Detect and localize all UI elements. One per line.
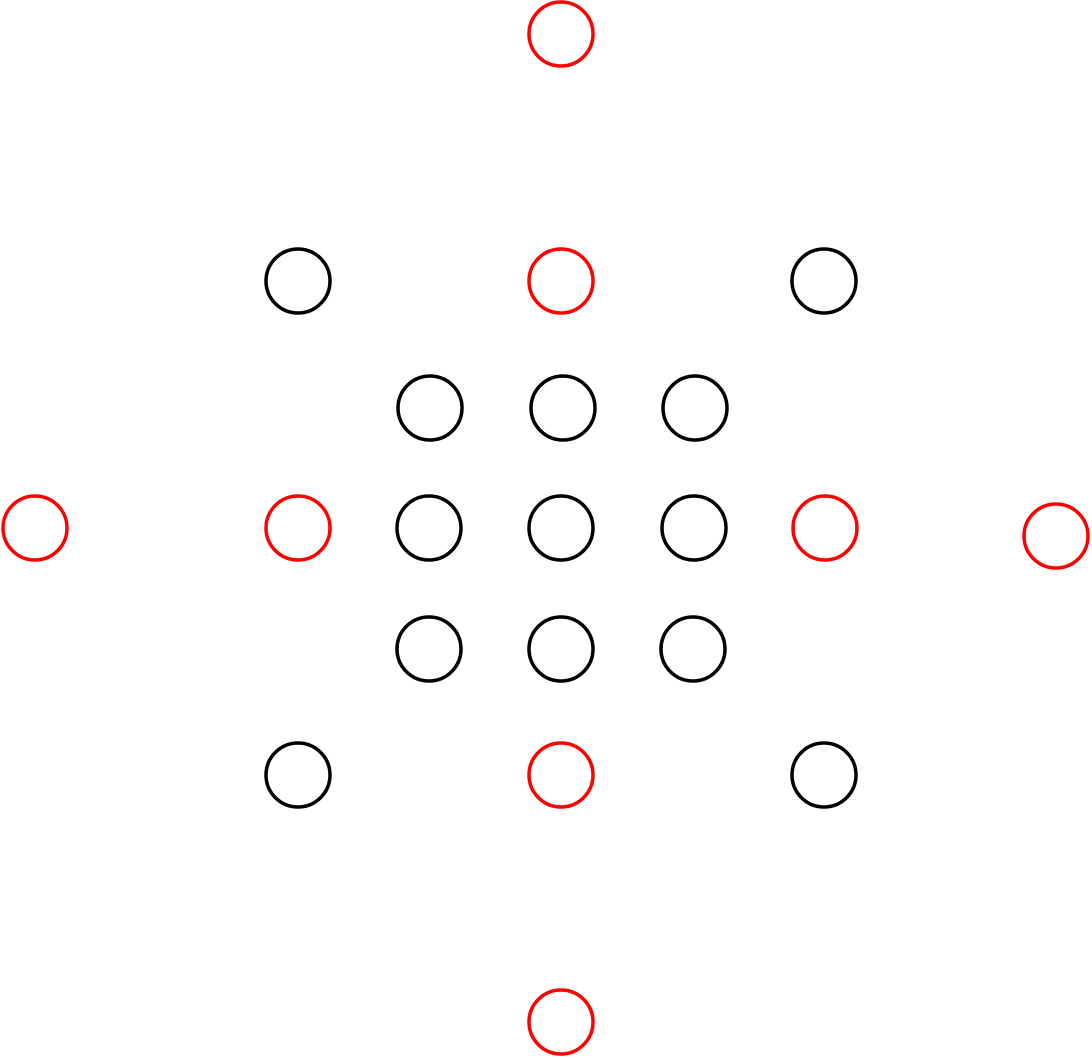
node-inner-bottom-left [395, 615, 463, 683]
node-inner-bottom-center [527, 615, 595, 683]
node-inner-mid-left [395, 494, 463, 562]
node-red-top [527, 0, 595, 68]
node-inner-mid-right [660, 494, 728, 562]
node-black-lower-left [264, 741, 332, 809]
node-black-lower-right [790, 741, 858, 809]
node-inner-top-right [661, 374, 729, 442]
node-inner-top-center [529, 374, 597, 442]
node-red-lower-center [527, 741, 595, 809]
node-red-left-outer [1, 494, 69, 562]
node-black-upper-left [264, 247, 332, 315]
node-red-left-inner [264, 494, 332, 562]
node-red-bottom [527, 988, 595, 1056]
node-inner-bottom-right [659, 615, 727, 683]
node-red-upper-center [527, 247, 595, 315]
node-red-right-inner [791, 494, 859, 562]
node-inner-top-left [396, 374, 464, 442]
node-black-upper-right [790, 247, 858, 315]
node-red-right-outer [1022, 502, 1090, 570]
node-inner-center [527, 494, 595, 562]
